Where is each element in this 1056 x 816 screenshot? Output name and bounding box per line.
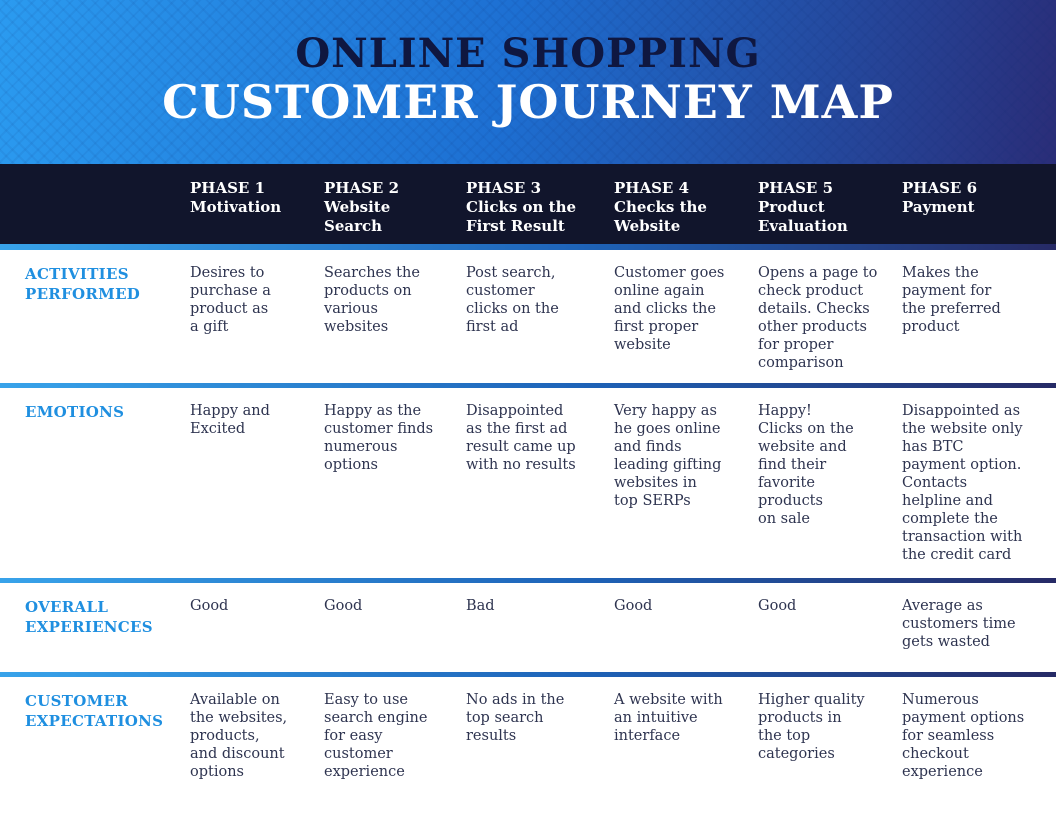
cell-emotions-phase2: Happy as the customer finds numerous opt… — [324, 403, 434, 473]
cell-activities-phase6: Makes the payment for the preferred prod… — [902, 265, 1001, 335]
cell-activities-phase3: Post search, customer clicks on the firs… — [466, 265, 559, 335]
cell-emotions-phase1: Happy and Excited — [190, 403, 270, 437]
cell-expectations-phase5: Higher quality products in the top categ… — [758, 692, 865, 762]
cell-emotions-phase5: Happy! Clicks on the website and find th… — [758, 403, 854, 527]
cell-experiences-phase6: Average as customers time gets wasted — [902, 598, 1016, 650]
phase-header-row: PHASE 1 Motivation PHASE 2 Website Searc… — [0, 164, 1056, 244]
row-separator-1 — [0, 383, 1056, 388]
cell-expectations-phase4: A website with an intuitive interface — [614, 692, 723, 744]
row-emotions: EMOTIONS Happy and Excited Happy as the … — [0, 388, 1056, 578]
header-bottom-stripe — [0, 244, 1056, 250]
cell-experiences-phase1: Good — [190, 598, 229, 614]
cell-expectations-phase6: Numerous payment options for seamless ch… — [902, 692, 1025, 780]
page-title-line2: CUSTOMER JOURNEY MAP — [162, 75, 894, 129]
phase-header-spacer — [0, 179, 190, 244]
cell-activities-phase2: Searches the products on various website… — [324, 265, 420, 335]
row-label-emotions: EMOTIONS — [25, 403, 125, 421]
banner: ONLINE SHOPPING CUSTOMER JOURNEY MAP — [0, 0, 1056, 164]
phase-header-3: PHASE 3 Clicks on the First Result — [466, 179, 577, 235]
cell-experiences-phase5: Good — [758, 598, 797, 614]
cell-activities-phase4: Customer goes online again and clicks th… — [614, 265, 725, 353]
row-label-activities-performed: ACTIVITIES PERFORMED — [25, 265, 141, 303]
cell-experiences-phase2: Good — [324, 598, 363, 614]
phase-header-6: PHASE 6 Payment — [902, 179, 978, 216]
cell-experiences-phase3: Bad — [466, 598, 495, 614]
phase-header-5: PHASE 5 Product Evaluation — [758, 179, 848, 235]
row-label-overall-experiences: OVERALL EXPERIENCES — [25, 598, 153, 636]
row-activities-performed: ACTIVITIES PERFORMED Desires to purchase… — [0, 250, 1056, 383]
cell-expectations-phase3: No ads in the top search results — [466, 692, 565, 744]
cell-expectations-phase2: Easy to use search engine for easy custo… — [324, 692, 428, 780]
cell-emotions-phase3: Disappointed as the first ad result came… — [466, 403, 576, 473]
phase-header-2: PHASE 2 Website Search — [324, 179, 400, 235]
row-separator-3 — [0, 672, 1056, 677]
row-overall-experiences: OVERALL EXPERIENCES Good Good Bad Good G… — [0, 583, 1056, 672]
cell-emotions-phase6: Disappointed as the website only has BTC… — [902, 403, 1023, 563]
cell-activities-phase5: Opens a page to check product details. C… — [758, 265, 878, 371]
page-title-line1: ONLINE SHOPPING — [295, 30, 761, 77]
cell-experiences-phase4: Good — [614, 598, 653, 614]
row-label-customer-expectations: CUSTOMER EXPECTATIONS — [25, 692, 164, 730]
cell-activities-phase1: Desires to purchase a product as a gift — [190, 265, 271, 335]
row-separator-2 — [0, 578, 1056, 583]
phase-header-4: PHASE 4 Checks the Website — [614, 179, 707, 235]
cell-emotions-phase4: Very happy as he goes online and finds l… — [614, 403, 722, 509]
cell-expectations-phase1: Available on the websites, products, and… — [190, 692, 288, 780]
row-customer-expectations: CUSTOMER EXPECTATIONS Available on the w… — [0, 677, 1056, 816]
phase-header-1: PHASE 1 Motivation — [190, 179, 282, 216]
